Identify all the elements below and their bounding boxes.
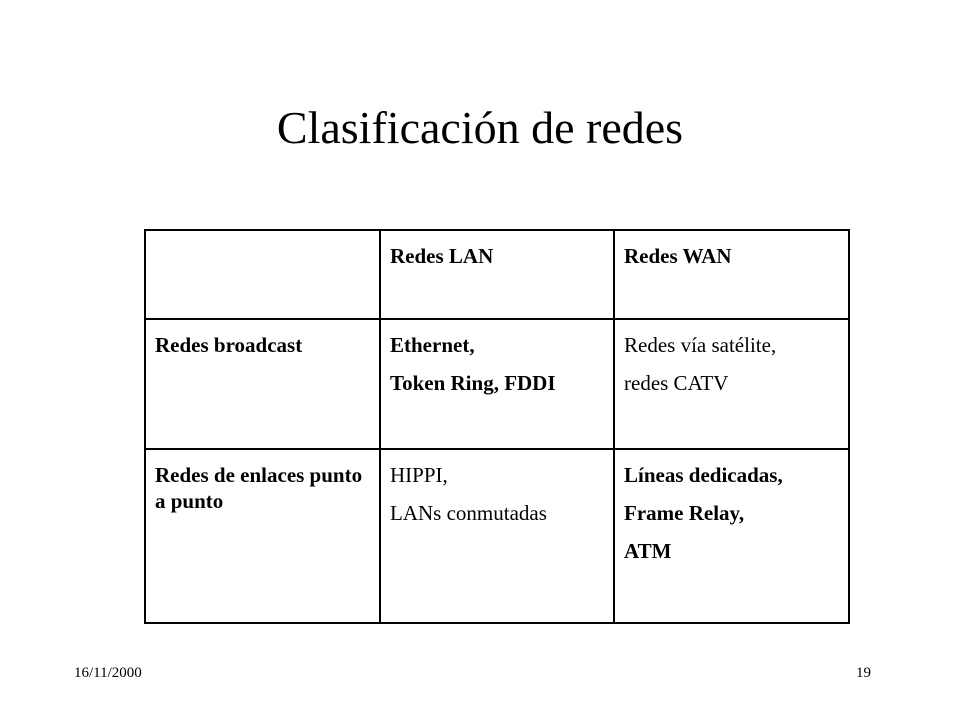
table-row-point-to-point: Redes de enlaces punto a punto HIPPI, LA… — [144, 448, 850, 624]
cell-line: Líneas dedicadas, — [624, 463, 783, 487]
table-row-broadcast: Redes broadcast Ethernet, Token Ring, FD… — [144, 318, 850, 450]
cell-broadcast-wan: Redes vía satélite, redes CATV — [613, 318, 850, 450]
cell-line: Frame Relay, — [624, 501, 745, 525]
cell-line: ATM — [624, 539, 672, 563]
table-header-row: Redes LAN Redes WAN — [144, 229, 850, 320]
header-cell-lan: Redes LAN — [379, 229, 615, 320]
cell-point-to-point-wan: Líneas dedicadas, Frame Relay, ATM — [613, 448, 850, 624]
cell-line: redes CATV — [624, 371, 729, 395]
row-label-broadcast: Redes broadcast — [144, 318, 381, 450]
cell-line: HIPPI, — [390, 463, 448, 487]
cell-line: Redes vía satélite, — [624, 333, 777, 357]
cell-line: LANs conmutadas — [390, 501, 547, 525]
cell-line: Token Ring, FDDI — [390, 371, 556, 395]
network-classification-table: Redes LAN Redes WAN Redes broadcast Ethe… — [144, 229, 850, 624]
row-label-broadcast-text: Redes broadcast — [155, 333, 303, 357]
row-label-point-to-point: Redes de enlaces punto a punto — [144, 448, 381, 624]
page-number: 19 — [856, 665, 871, 681]
row-label-point-to-point-text: Redes de enlaces punto a punto — [155, 463, 363, 513]
cell-line: Ethernet, — [390, 333, 475, 357]
header-lan-text: Redes LAN — [390, 244, 494, 268]
header-cell-empty — [144, 229, 381, 320]
header-cell-wan: Redes WAN — [613, 229, 850, 320]
header-wan-text: Redes WAN — [624, 244, 732, 268]
cell-broadcast-lan: Ethernet, Token Ring, FDDI — [379, 318, 615, 450]
cell-point-to-point-lan: HIPPI, LANs conmutadas — [379, 448, 615, 624]
footer-date: 16/11/2000 — [74, 665, 142, 681]
slide-title: Clasificación de redes — [276, 102, 684, 153]
